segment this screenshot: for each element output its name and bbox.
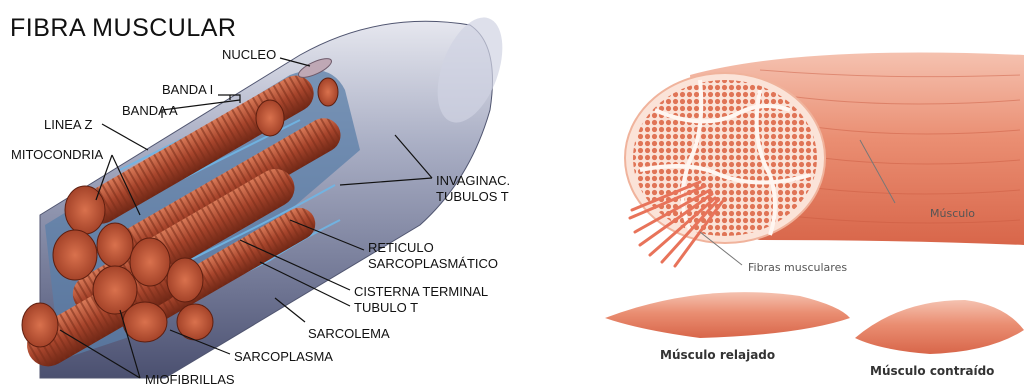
contracted-muscle	[855, 300, 1024, 354]
label-sarcolema: SARCOLEMA	[308, 326, 390, 341]
label-linea-z: LINEA Z	[44, 117, 92, 132]
label-invaginac: INVAGINAC.	[436, 173, 510, 188]
relaxed-muscle	[605, 292, 850, 338]
label-mitocondria: MITOCONDRIA	[11, 147, 103, 162]
label-sarcoplasma: SARCOPLASMA	[234, 349, 333, 364]
label-musculo-relajado: Músculo relajado	[660, 348, 775, 362]
label-musculo-contraido: Músculo contraído	[870, 364, 994, 378]
label-nucleo: NUCLEO	[222, 47, 276, 62]
label-sarcoplasmatico: SARCOPLASMÁTICO	[368, 256, 498, 271]
figure-title: FIBRA MUSCULAR	[10, 14, 236, 43]
label-banda-a: BANDA A	[122, 103, 178, 118]
muscle-illustration	[605, 53, 1024, 355]
label-reticulo: RETICULO	[368, 240, 434, 255]
label-musculo: Músculo	[930, 207, 975, 220]
label-fibras-musculares: Fibras musculares	[748, 261, 847, 274]
label-banda-i: BANDA I	[162, 82, 213, 97]
label-miofibrillas: MIOFIBRILLAS	[145, 372, 235, 387]
fascicles	[633, 80, 817, 236]
label-tubulo-t: TUBULO T	[354, 300, 418, 315]
label-tubulos-t: TUBULOS T	[436, 189, 509, 204]
label-cisterna-terminal: CISTERNA TERMINAL	[354, 284, 488, 299]
